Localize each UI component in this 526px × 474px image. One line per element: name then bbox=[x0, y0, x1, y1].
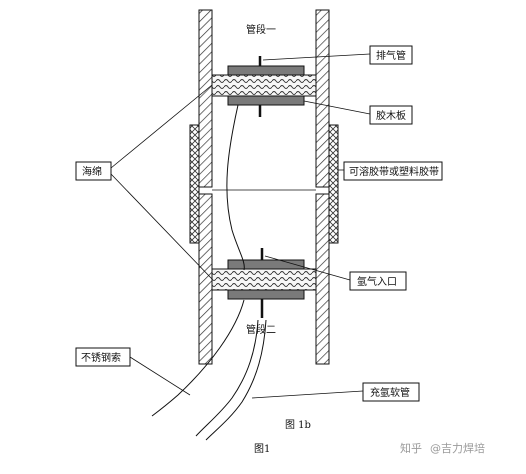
watermark-site: 知乎 bbox=[400, 441, 422, 455]
callout-steel-cable: 不锈钢索 bbox=[75, 347, 191, 396]
callout-rubber-board: 胶木板 bbox=[303, 100, 413, 125]
lower-sponge bbox=[211, 268, 317, 291]
tape-label: 可溶胶带或塑料胶带 bbox=[349, 165, 439, 178]
lower-board-top bbox=[227, 259, 305, 270]
figure-caption-inner: 图 1b bbox=[285, 419, 311, 431]
pipe-section-two bbox=[198, 193, 330, 365]
upper-plug bbox=[211, 56, 317, 117]
tape-wrap-left bbox=[189, 124, 200, 244]
steel-cable bbox=[226, 104, 245, 271]
watermark: 知乎 @吉力焊培 bbox=[400, 441, 485, 455]
watermark-author: @吉力焊培 bbox=[430, 441, 485, 455]
steel-cable-tail bbox=[151, 299, 245, 417]
lower-plug bbox=[211, 248, 317, 318]
callout-tape: 可溶胶带或塑料胶带 bbox=[338, 161, 443, 181]
pipe-one-right-wall bbox=[315, 9, 330, 188]
argon-inlet-label: 氩气入口 bbox=[357, 275, 397, 288]
exhaust-pipe-label: 排气管 bbox=[376, 49, 406, 62]
pipe-one-left-wall bbox=[198, 9, 213, 188]
steel-cable-label: 不锈钢索 bbox=[81, 351, 121, 364]
upper-board-bottom bbox=[227, 95, 305, 106]
pipe-two-label: 管段二 bbox=[246, 323, 276, 336]
callout-argon-hose: 充氩软管 bbox=[251, 382, 420, 402]
rubber-board-label: 胶木板 bbox=[376, 109, 406, 122]
lower-board-bottom bbox=[227, 289, 305, 300]
callout-exhaust-pipe: 排气管 bbox=[262, 45, 413, 65]
upper-sponge bbox=[211, 74, 317, 97]
pipe-two-left-wall bbox=[198, 193, 213, 365]
pipe-one-label: 管段一 bbox=[246, 23, 276, 36]
argon-hose-label: 充氩软管 bbox=[370, 386, 410, 399]
pipe-two-right-wall bbox=[315, 193, 330, 365]
figure-caption: 图1 bbox=[254, 443, 270, 455]
argon-hose-b bbox=[205, 319, 267, 441]
upper-board-top bbox=[227, 65, 305, 76]
pipe-section-one bbox=[198, 9, 330, 188]
argon-hose-a bbox=[195, 319, 259, 437]
callout-sponge: 海绵 bbox=[75, 84, 213, 280]
tape-wrap-right bbox=[328, 124, 339, 244]
sponge-label: 海绵 bbox=[82, 165, 102, 178]
callout-argon-inlet: 氩气入口 bbox=[264, 255, 407, 291]
